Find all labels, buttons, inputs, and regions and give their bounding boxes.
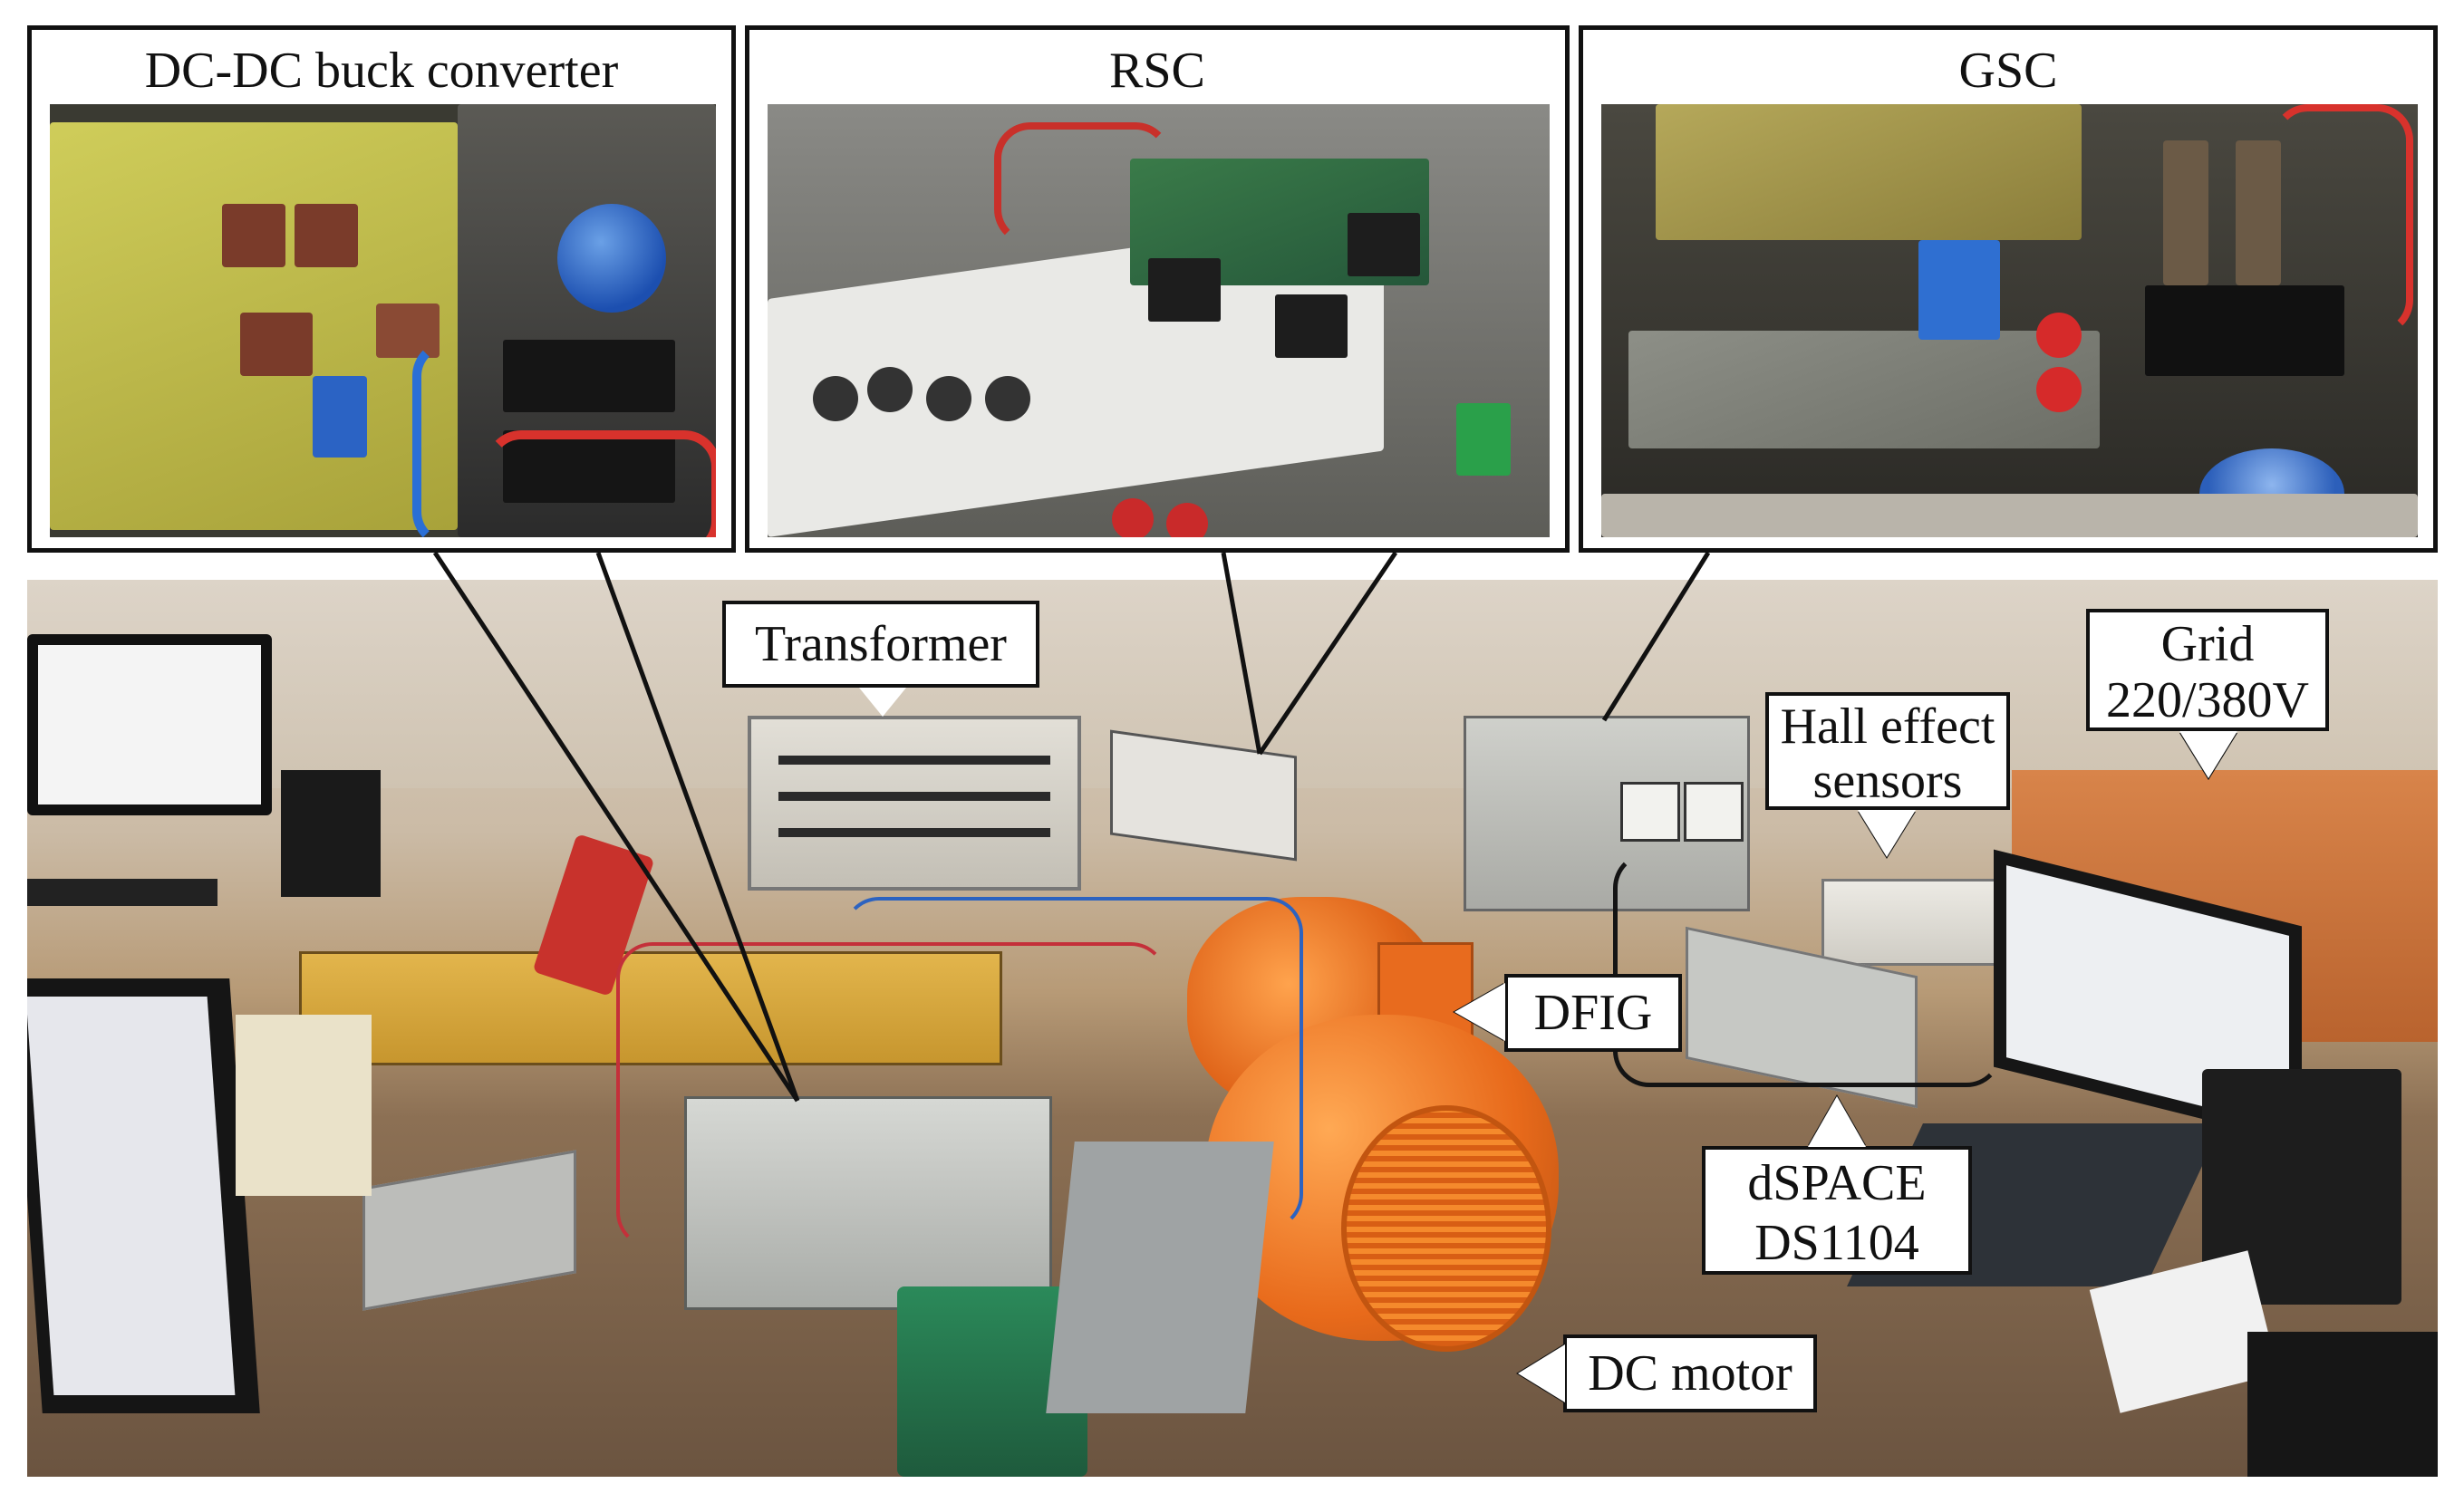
rsc-connector-4 [985, 376, 1030, 421]
inset-rsc-title: RSC [1109, 43, 1205, 99]
label-grid-line2: 220/380V [2106, 672, 2309, 728]
callout-line-rsc-2 [1257, 551, 1398, 756]
buck-blue-inductor [313, 376, 367, 458]
rsc-driver-module-1 [1348, 213, 1420, 276]
gsc-blue-transformer [1918, 240, 2000, 340]
gsc-top-pcb [1656, 104, 2082, 240]
bench-wire-blue [843, 897, 1303, 1230]
label-dfig: DFIG [1504, 974, 1682, 1052]
rsc-connector-2 [867, 367, 913, 412]
label-hall-line2: sensors [1812, 753, 1963, 809]
keyboard [27, 879, 217, 906]
buck-transformer-1 [222, 204, 285, 267]
buck-igbt-module-2 [503, 430, 675, 503]
rsc-driver-module-3 [1275, 294, 1348, 358]
dc-motor-fan-cover [1341, 1105, 1551, 1352]
monitor-top-left-screen [38, 645, 261, 804]
buck-converter-photo [50, 104, 716, 537]
buck-transformer-2 [295, 204, 358, 267]
rsc-red-terminal-1 [1112, 498, 1154, 537]
callout-line-gsc [1601, 551, 1711, 722]
gsc-lower-pcb [1628, 331, 2100, 448]
gsc-meter-2 [1684, 782, 1744, 842]
arrow-dspace [1808, 1096, 1866, 1147]
label-grid-line1: Grid [2160, 616, 2255, 672]
label-dspace: dSPACE DS1104 [1702, 1146, 1972, 1275]
rsc-connector-3 [926, 376, 971, 421]
transformer-terminals-row-1 [778, 756, 1050, 765]
label-grid: Grid 220/380V [2086, 609, 2329, 731]
rsc-red-terminal-2 [1166, 503, 1208, 537]
label-dspace-line1: dSPACE [1747, 1155, 1927, 1211]
rsc-driver-module-2 [1148, 258, 1221, 322]
gsc-igbt-module [2145, 285, 2344, 376]
callout-line-buck-1 [432, 551, 800, 1103]
gsc-red-terminal-2 [2036, 367, 2082, 412]
gsc-red-wire [2272, 104, 2413, 336]
rsc-green-tape [1456, 403, 1511, 476]
buck-large-capacitor [557, 204, 666, 313]
transformer-terminals-row-2 [778, 792, 1050, 801]
gsc-busbar-1 [2163, 140, 2208, 285]
bench-wire-red [616, 942, 1167, 1248]
callout-line-buck-2 [595, 552, 800, 1102]
bench-wire-black [1613, 852, 2003, 1087]
label-hall-line1: Hall effect [1780, 699, 1995, 755]
monitor-top-left [27, 634, 272, 815]
gsc-red-terminal-1 [2036, 313, 2082, 358]
arrow-transformer [859, 688, 906, 717]
gsc-unit [1464, 716, 1750, 911]
arrow-hall-effect [1858, 810, 1916, 857]
buck-transformer-3 [240, 313, 313, 376]
label-dspace-line2: DS1104 [1754, 1215, 1919, 1271]
rsc-red-wires [994, 122, 1172, 246]
arrow-grid [2179, 731, 2237, 778]
gsc-metal-frame [1601, 494, 2418, 537]
buck-red-wire [485, 430, 716, 537]
gsc-busbar-2 [2236, 140, 2281, 285]
transformer-unit [748, 716, 1081, 891]
lab-setup-photo [27, 580, 2438, 1477]
rsc-photo [768, 104, 1550, 537]
rsc-connector-1 [813, 376, 858, 421]
pc-bottom-right [2247, 1332, 2438, 1477]
inset-gsc: GSC [1579, 25, 2438, 553]
inset-buck-converter: DC-DC buck converter [27, 25, 736, 553]
label-transformer: Transformer [722, 601, 1039, 688]
gsc-meter-1 [1620, 782, 1680, 842]
transformer-terminals-row-3 [778, 828, 1050, 837]
inset-buck-converter-title: DC-DC buck converter [144, 43, 619, 99]
ups-box [281, 770, 381, 897]
arrow-dc-motor [1518, 1344, 1565, 1402]
gsc-photo [1601, 104, 2418, 537]
buck-blue-wire [412, 340, 557, 537]
callout-line-rsc [1221, 552, 1262, 755]
label-dc-motor: DC motor [1563, 1334, 1817, 1412]
monitor-stand-box [236, 1015, 372, 1196]
inset-rsc: RSC [745, 25, 1570, 553]
label-hall-effect: Hall effect sensors [1765, 692, 2010, 810]
inset-gsc-title: GSC [1958, 43, 2058, 99]
arrow-dfig [1454, 983, 1505, 1041]
